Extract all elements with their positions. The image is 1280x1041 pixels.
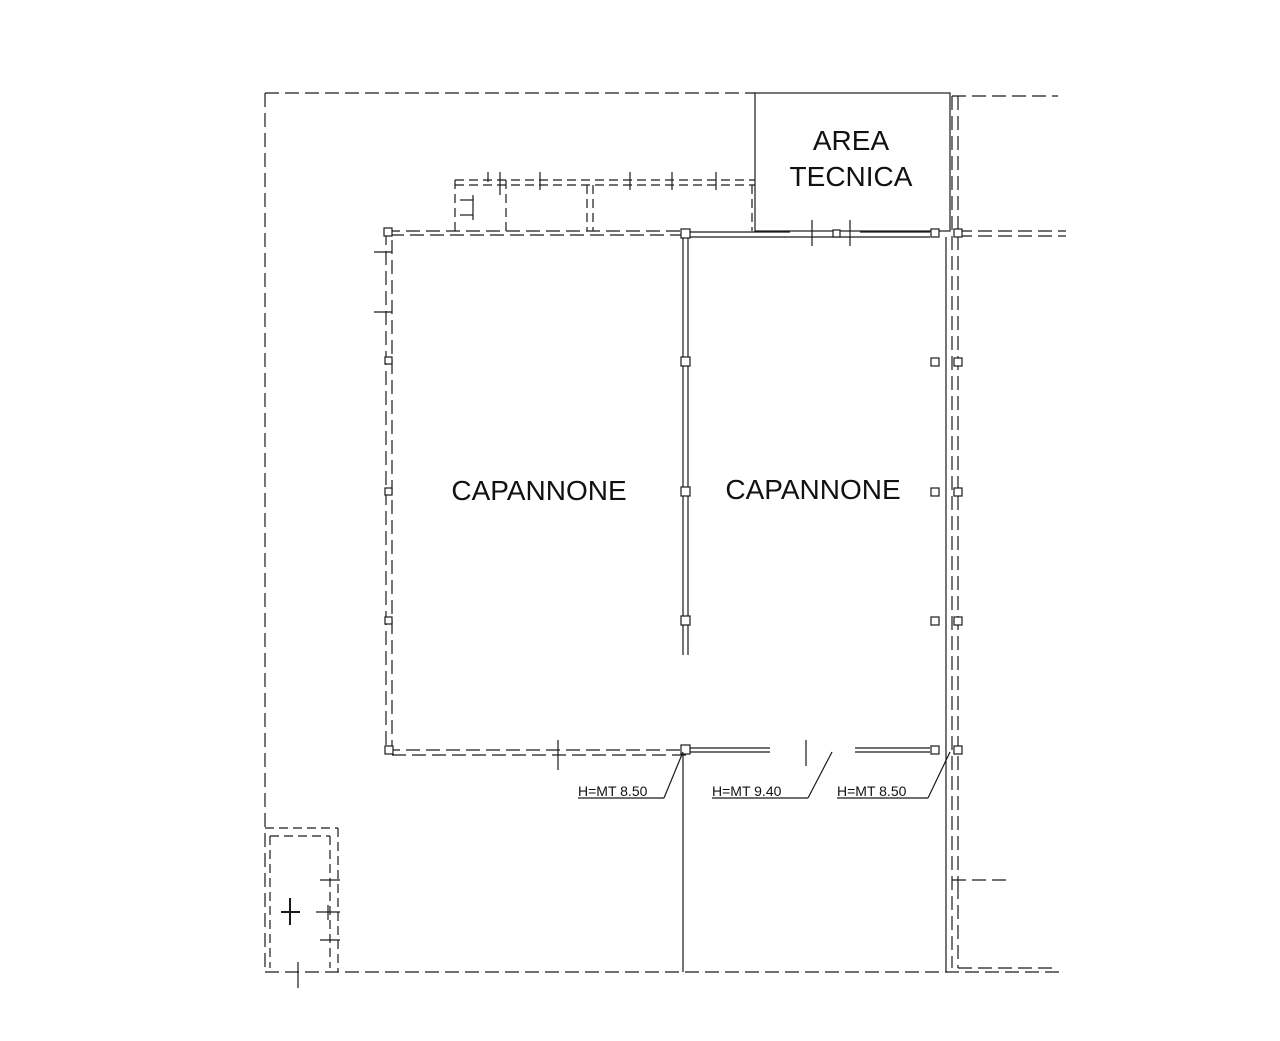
height-leaders xyxy=(578,751,951,799)
height-label-left: H=MT 8.50 xyxy=(578,783,648,799)
area-tecnica-label-line2: TECNICA xyxy=(790,161,913,192)
capannone-right-label: CAPANNONE xyxy=(725,474,900,505)
height-label-middle: H=MT 9.40 xyxy=(712,783,782,799)
capannone-left-label: CAPANNONE xyxy=(451,475,626,506)
area-tecnica-label-line1: AREA xyxy=(813,125,890,156)
lot-boundary xyxy=(264,92,1060,973)
middle-wall xyxy=(682,231,689,972)
small-annex-bottom-left xyxy=(265,827,340,988)
top-annex xyxy=(454,172,755,231)
right-capannone-walls xyxy=(686,237,947,972)
columns xyxy=(383,227,963,755)
height-label-right: H=MT 8.50 xyxy=(837,783,907,799)
area-tecnica-room xyxy=(754,92,951,232)
top-wall xyxy=(386,220,1066,246)
